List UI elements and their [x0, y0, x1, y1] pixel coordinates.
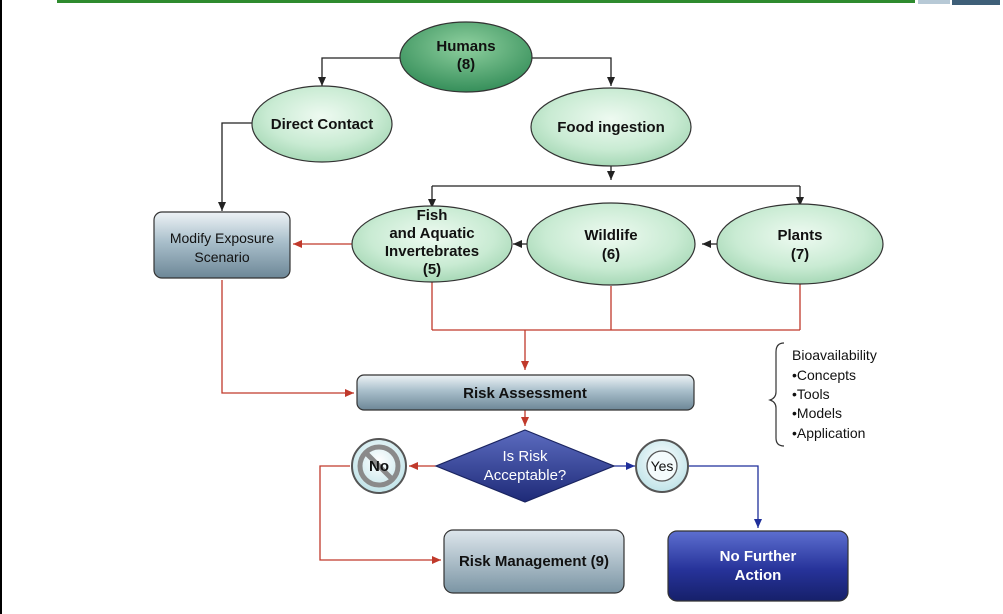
red-connectors [221, 240, 801, 564]
black-connectors [218, 57, 804, 248]
plants-title: Plants [777, 227, 822, 244]
arrow-humans-to-food-ingestion [531, 57, 615, 86]
decision-line1: Is Risk [503, 448, 549, 465]
node-direct-contact: Direct Contact [251, 85, 393, 163]
wildlife-title: Wildlife [584, 227, 637, 244]
fish-line1: Fish [417, 207, 448, 224]
node-no-further-action: No Further Action [667, 530, 849, 602]
node-modify-exposure-scenario: Modify Exposure Scenario [153, 211, 291, 279]
node-risk-assessment: Risk Assessment [356, 374, 695, 411]
fish-line3: Invertebrates [385, 243, 479, 260]
corner-accent-light [918, 0, 950, 4]
bioavailability-brace [768, 342, 785, 447]
modify-line1: Modify Exposure [170, 230, 274, 246]
fish-line2: and Aquatic [389, 225, 474, 242]
modify-line2: Scenario [194, 249, 249, 265]
bioavailability-item-application: •Application [792, 425, 865, 441]
bioavailability-note: Bioavailability •Concepts •Tools •Models… [768, 342, 877, 447]
arrow-no-to-risk-management [319, 465, 441, 564]
humans-title: Humans [436, 38, 495, 55]
node-fish-aquatic-invertebrates: Fish and Aquatic Invertebrates (5) [351, 205, 513, 283]
no-further-line1: No Further [720, 548, 797, 565]
plants-number: (7) [791, 246, 809, 263]
no-further-line2: Action [735, 567, 782, 584]
no-label: No [369, 458, 389, 475]
bioavailability-item-models: •Models [792, 405, 842, 421]
arrow-humans-to-direct-contact [318, 57, 400, 86]
node-food-ingestion: Food ingestion [530, 87, 692, 167]
direct-contact-title: Direct Contact [271, 116, 374, 133]
yes-label: Yes [651, 458, 674, 474]
fish-number: (5) [423, 261, 441, 278]
node-risk-management: Risk Management (9) [443, 529, 625, 594]
node-wildlife: Wildlife (6) [526, 202, 696, 286]
wildlife-number: (6) [602, 246, 620, 263]
arrow-modify-to-risk-assessment [221, 280, 354, 397]
node-plants: Plants (7) [716, 203, 884, 285]
top-green-rule [57, 0, 915, 3]
decision-line2: Acceptable? [484, 467, 567, 484]
risk-management-title: Risk Management (9) [459, 553, 609, 570]
corner-accent-dark [952, 0, 1000, 5]
node-yes: Yes [635, 439, 689, 493]
risk-assessment-title: Risk Assessment [463, 385, 587, 402]
node-is-risk-acceptable: Is Risk Acceptable? [434, 429, 616, 503]
humans-number: (8) [457, 56, 475, 73]
left-frame-border [0, 0, 2, 614]
bioavailability-item-concepts: •Concepts [792, 367, 856, 383]
food-ingestion-title: Food ingestion [557, 119, 664, 136]
bioavailability-title: Bioavailability [792, 347, 877, 363]
bioavailability-item-tools: •Tools [792, 386, 830, 402]
arrow-direct-contact-to-modify [218, 122, 252, 211]
blue-connectors [612, 462, 762, 528]
arrow-yes-to-no-further-action [689, 465, 762, 528]
node-no: No [351, 438, 407, 494]
node-humans: Humans (8) [399, 21, 533, 93]
